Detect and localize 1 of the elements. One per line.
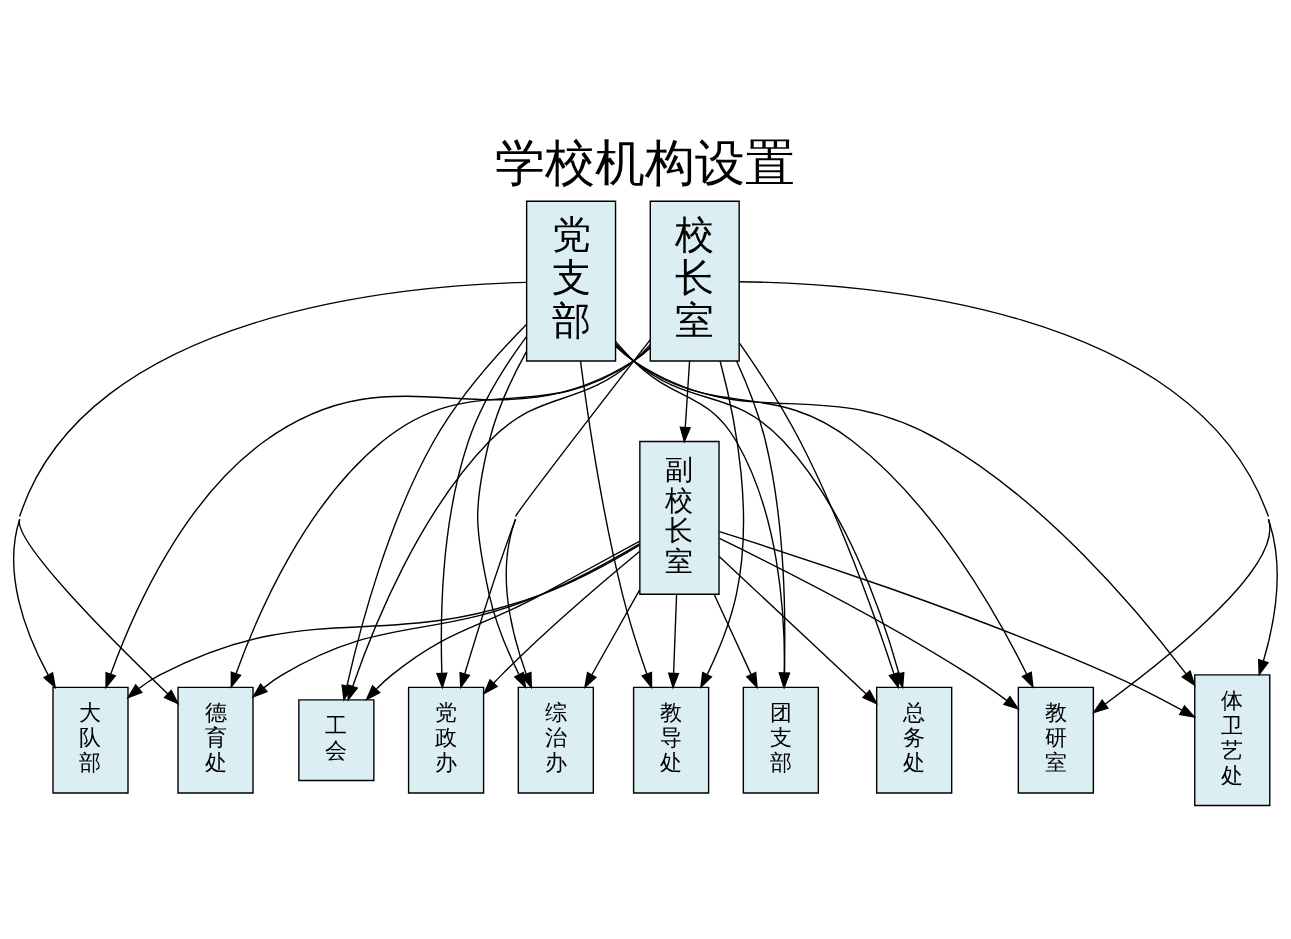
diagram-title: 学校机构设置 [495,133,796,192]
